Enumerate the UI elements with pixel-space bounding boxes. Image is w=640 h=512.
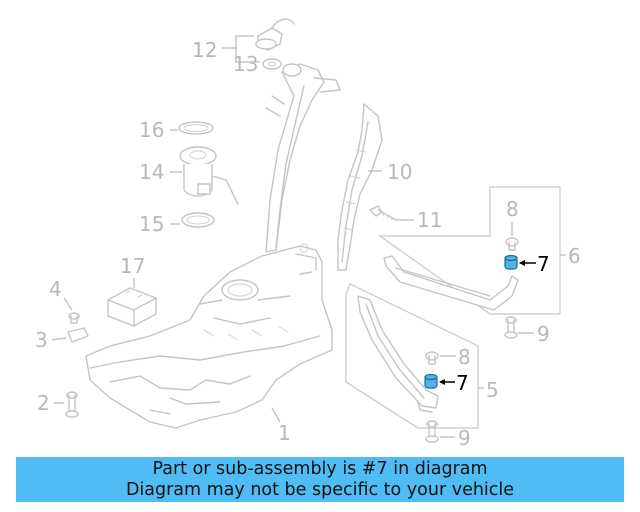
control-module-part — [107, 287, 157, 327]
banner-line-1: Part or sub-assembly is #7 in diagram — [152, 458, 488, 479]
fuel-tank-part — [85, 243, 333, 429]
callout-1: 1 — [278, 421, 291, 445]
callout-6: 6 — [568, 244, 581, 268]
bolt-part-9-lower — [425, 420, 439, 443]
callout-4: 4 — [49, 277, 62, 301]
clip-part-4 — [68, 312, 80, 324]
bolt-part-2 — [65, 391, 79, 418]
callout-8-upper: 8 — [506, 197, 519, 221]
bolt-part-8-upper — [505, 237, 519, 251]
leader-1 — [271, 407, 281, 423]
leader-4 — [63, 297, 73, 311]
strap-box-6 — [378, 186, 561, 315]
lock-ring-part — [178, 121, 214, 135]
callout-13: 13 — [233, 52, 258, 76]
bolt-part-8-lower — [425, 351, 439, 365]
strap-box-5 — [345, 283, 479, 429]
callout-14: 14 — [139, 160, 164, 184]
highlighted-part-7-lower — [424, 373, 438, 389]
fuel-cap-part — [255, 18, 295, 51]
bolt-part-9-upper — [504, 316, 518, 339]
callout-16: 16 — [139, 118, 164, 142]
fuel-pump-part — [179, 146, 239, 205]
fuel-tank-strap-lower — [357, 295, 439, 413]
callout-2: 2 — [37, 391, 50, 415]
callout-10: 10 — [387, 160, 412, 184]
callout-15: 15 — [139, 212, 164, 236]
pump-gasket-part — [181, 212, 215, 228]
heat-shield-part — [337, 103, 383, 271]
callout-17: 17 — [120, 254, 145, 278]
bracket-bolt-part — [369, 205, 397, 221]
cap-seal-part — [262, 58, 282, 70]
callout-5: 5 — [486, 378, 499, 402]
callout-12: 12 — [192, 38, 217, 62]
bumper-part-3 — [67, 327, 89, 343]
callout-8-lower: 8 — [458, 345, 471, 369]
arrow-7-upper — [519, 260, 525, 266]
leader-12 — [222, 35, 260, 63]
highlighted-part-7-upper — [504, 254, 518, 270]
leader-3 — [51, 337, 67, 341]
filler-neck-part — [265, 63, 341, 253]
banner-line-2: Diagram may not be specific to your vehi… — [125, 479, 515, 500]
fuel-tank-strap-upper — [383, 255, 519, 311]
callout-11: 11 — [417, 208, 442, 232]
callout-7-lower: 7 — [456, 371, 469, 395]
callout-7-upper: 7 — [537, 252, 550, 276]
parts-diagram: 12 13 16 14 15 17 4 3 — [35, 18, 581, 450]
arrow-7-lower — [439, 379, 445, 385]
info-banner: Part or sub-assembly is #7 in diagram Di… — [16, 457, 624, 502]
callout-9-upper: 9 — [537, 322, 550, 346]
callout-9-lower: 9 — [458, 426, 471, 450]
callout-3: 3 — [35, 328, 48, 352]
